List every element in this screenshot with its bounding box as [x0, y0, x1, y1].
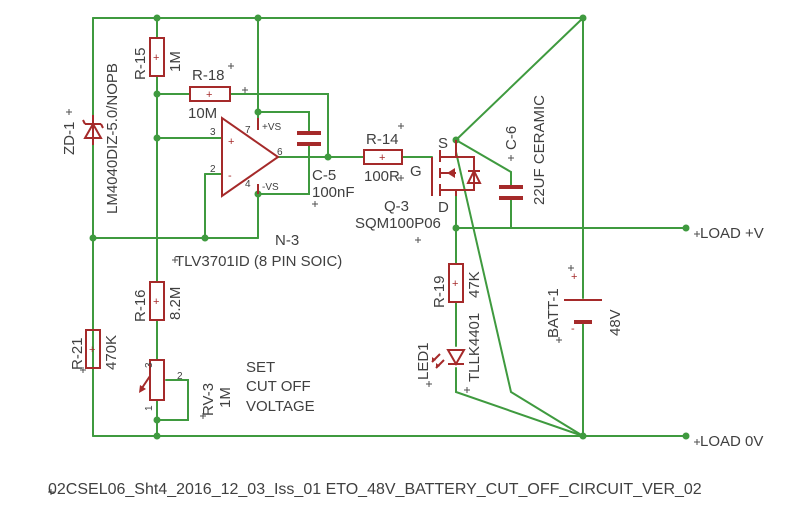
wire-source-up [455, 17, 584, 141]
zd1-value: LM4040DIZ-5.0/NOPB [104, 63, 121, 214]
q3-pin-d: D [438, 199, 449, 216]
note-line-3: VOLTAGE [246, 398, 315, 415]
zener-zd1: ZD-1 LM4040DIZ-5.0/NOPB [61, 63, 121, 214]
junction-dot [89, 234, 97, 242]
resistor-r16: + R-16 8.2M [132, 281, 184, 322]
connector-load-pos-terminal [682, 224, 690, 232]
batt1-ref: BATT-1 [545, 288, 562, 338]
wire-rv3-wiper [156, 379, 189, 421]
svg-text:+: + [379, 152, 385, 164]
junction-dot [579, 432, 587, 440]
junction-dot [452, 224, 460, 232]
r15-value: 1M [167, 51, 184, 72]
rv3-value: 1M [217, 387, 234, 408]
led-led1: LED1 TLLK4401 [415, 313, 483, 382]
resistor-r18: + R-18 10M [188, 67, 231, 122]
junctions [89, 14, 690, 440]
svg-text:+: + [153, 296, 159, 308]
svg-text:-: - [571, 323, 575, 335]
batt1-value: 48V [607, 309, 624, 336]
resistor-r15: + R-15 1M [132, 37, 184, 80]
r15-ref: R-15 [132, 47, 149, 80]
q3-pin-s: S [438, 135, 448, 152]
potentiometer-rv3: 3 1 2 RV-3 1M [139, 359, 234, 416]
zd1-ref: ZD-1 [61, 122, 78, 155]
q3-value: SQM100P06 [355, 215, 441, 232]
svg-text:-: - [228, 170, 232, 182]
r18-value: 10M [188, 105, 217, 122]
r19-value: 47K [466, 271, 483, 298]
note-set-cutoff: SET CUT OFF VOLTAGE [246, 359, 315, 415]
opamp-pin3: 3 [210, 127, 216, 138]
opamp-n3: + - 3 2 7 4 6 +VS -VS N-3 TLV3701ID (8 P… [175, 116, 342, 270]
wire-c5-bottom [257, 144, 310, 195]
junction-dot [153, 90, 161, 98]
junction-dot [153, 14, 161, 22]
note-line-2: CUT OFF [246, 378, 311, 395]
c5-value: 100nF [312, 184, 355, 201]
junction-dot [153, 432, 161, 440]
r14-ref: R-14 [366, 131, 399, 148]
capacitor-c6: C-6 22UF CERAMIC [499, 95, 548, 205]
q3-ref: Q-3 [384, 198, 409, 215]
wire-led-bottom [455, 367, 584, 437]
connector-load-gnd: LOAD 0V [700, 433, 763, 450]
r21-ref: R-21 [69, 337, 86, 370]
svg-text:+: + [89, 344, 95, 356]
resistor-r19: + R-19 47K [431, 263, 483, 308]
origin-marks [48, 63, 700, 495]
junction-dot [201, 234, 209, 242]
opamp-pin7: 7 [245, 125, 251, 136]
opamp-pin2: 2 [210, 164, 216, 175]
c6-ref: C-6 [503, 126, 520, 150]
note-line-1: SET [246, 359, 275, 376]
r18-ref: R-18 [192, 67, 225, 84]
r19-ref: R-19 [431, 275, 448, 308]
svg-text:+: + [452, 278, 458, 290]
svg-text:+: + [228, 136, 234, 148]
connector-load-gnd-terminal [682, 432, 690, 440]
r16-ref: R-16 [132, 289, 149, 322]
junction-dot [254, 108, 262, 116]
led1-ref: LED1 [415, 342, 432, 380]
led1-value: TLLK4401 [466, 313, 483, 382]
resistor-r14: + R-14 100R [363, 131, 403, 185]
connector-load-pos: LOAD +V [700, 225, 764, 242]
junction-dot [324, 153, 332, 161]
opamp-value: TLV3701ID (8 PIN SOIC) [175, 253, 342, 270]
junction-dot [153, 416, 161, 424]
capacitor-c5: C-5 100nF [297, 131, 355, 201]
junction-dot [579, 14, 587, 22]
rv3-pin3: 3 [144, 362, 155, 368]
r16-value: 8.2M [167, 287, 184, 320]
opamp-vs-neg: -VS [262, 182, 279, 193]
svg-text:+: + [153, 52, 159, 64]
wire-c5-top [257, 111, 310, 133]
battery-batt1: + - BATT-1 48V [545, 271, 624, 338]
c5-ref: C-5 [312, 167, 336, 184]
junction-dot [254, 14, 262, 22]
load-pos-label: LOAD +V [700, 225, 764, 242]
load-gnd-label: LOAD 0V [700, 433, 763, 450]
mosfet-q3: S G D Q-3 SQM100P06 [355, 135, 482, 232]
rv3-ref: RV-3 [200, 383, 217, 416]
q3-pin-g: G [410, 163, 422, 180]
svg-text:+: + [571, 271, 577, 283]
svg-text:+: + [206, 89, 212, 101]
junction-dot [153, 134, 161, 142]
drawing-title: 02CSEL06_Sht4_2016_12_03_Iss_01 ETO_48V_… [48, 481, 702, 498]
wire-r18-right [229, 93, 329, 158]
r14-value: 100R [364, 168, 400, 185]
opamp-vs-pos: +VS [262, 122, 282, 133]
r21-value: 470K [103, 335, 120, 370]
rv3-pin1: 1 [144, 405, 155, 411]
rv3-pin2: 2 [177, 371, 183, 382]
c6-value: 22UF CERAMIC [531, 95, 548, 205]
opamp-pin4: 4 [245, 179, 251, 190]
opamp-pin6: 6 [277, 147, 283, 158]
opamp-ref: N-3 [275, 232, 299, 249]
wire-source-c6 [455, 139, 512, 173]
resistor-r21: + R-21 470K [69, 329, 120, 370]
